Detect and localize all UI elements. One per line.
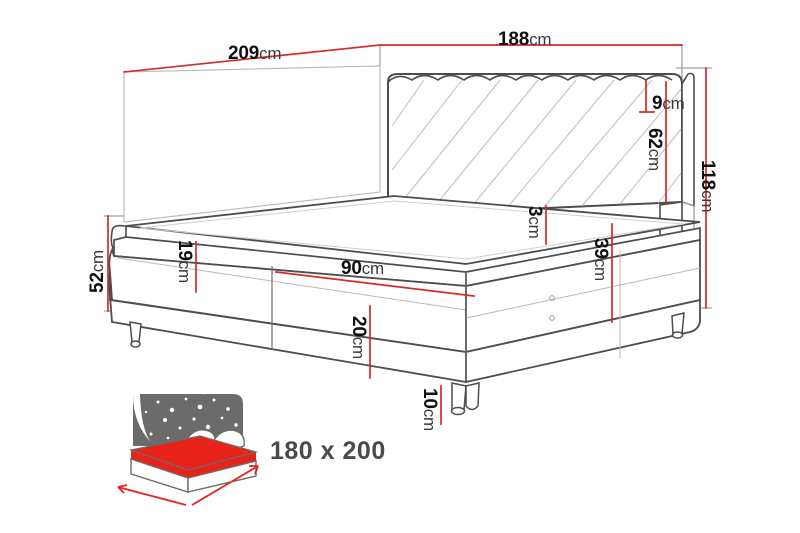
bed-body: [108, 195, 701, 384]
dim-line-209: [123, 44, 381, 73]
dim-label-20: 20cm: [348, 316, 369, 359]
dim-label-209: 209cm: [228, 43, 282, 64]
bed-legs: [129, 312, 685, 416]
leg-front-center: [465, 382, 480, 411]
mattress-size-label: 180 x 200: [270, 437, 386, 465]
dim-label-188: 188cm: [498, 29, 552, 50]
dim-label-3: 3cm: [524, 206, 545, 239]
headboard: [123, 65, 695, 307]
stars-decor: [144, 390, 238, 442]
icon-size-arrows: [117, 465, 259, 506]
dim-label-39: 39cm: [590, 238, 611, 281]
dim-label-52: 52cm: [87, 250, 108, 293]
dim-label-62: 62cm: [644, 128, 665, 171]
dim-label-19: 19cm: [174, 240, 195, 283]
dim-line-90: [275, 271, 475, 297]
dim-label-118: 118cm: [697, 160, 718, 213]
dimension-lines: [107, 44, 707, 425]
dim-label-10: 10cm: [419, 388, 440, 431]
bed-with-starry-headboard-icon: [117, 390, 259, 506]
dim-label-9: 9cm: [652, 93, 685, 114]
dim-label-90: 90cm: [341, 258, 384, 279]
